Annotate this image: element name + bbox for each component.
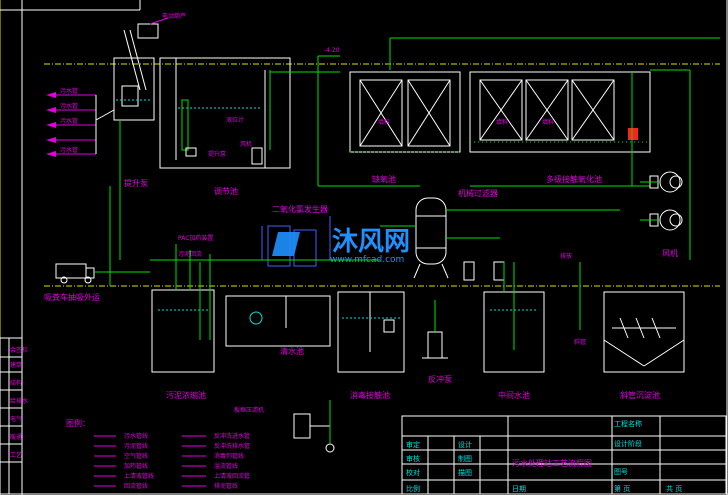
legend-left-1: 污泥管线 <box>124 442 148 450</box>
tb-bottom-0: 比例 <box>406 484 420 493</box>
top-pipes: -4.20 <box>109 37 720 286</box>
aerobic-label: 多级接触氧化池 <box>546 174 602 184</box>
legend-left-5: 回流管线 <box>124 482 148 490</box>
sed-label: 斜管沉淀池 <box>620 390 660 400</box>
inlet-label-2: 污水管 <box>60 102 78 110</box>
thickener-label: 污泥浓缩池 <box>166 390 206 400</box>
mid-pool: 中间水池 <box>483 262 545 400</box>
sludge-return-label: 污泥回流 <box>178 250 202 258</box>
anoxic-label: 缺氧池 <box>372 174 396 184</box>
legend-right: 反冲洗进水管 反冲洗排水管 消毒剂管线 溢流管线 上清液回流管 排泥管线 <box>182 432 250 490</box>
sludge-truck: 吸粪车抽吸外运 <box>44 263 150 302</box>
anoxic-tank: 填料 缺氧池 <box>349 71 461 184</box>
inlet-label-4: 污水管 <box>60 146 78 154</box>
screen-channel: 电动葫芦 提升泵 <box>113 12 186 188</box>
watermark: 沐风网 www.mfcad.com <box>272 227 410 265</box>
legend-left-3: 加药管线 <box>124 462 148 470</box>
tb-row-0: 审定 <box>406 440 420 449</box>
truck-label: 吸粪车抽吸外运 <box>44 292 100 302</box>
tb-drawing-no: 图号 <box>614 468 628 476</box>
air-label-eq: 风机 <box>240 140 252 148</box>
tb-design: 设计阶段 <box>614 439 642 448</box>
tb-mid-0: 设计 <box>458 440 472 449</box>
ground-lines <box>44 63 720 287</box>
eq-label: 调节池 <box>214 186 238 196</box>
pac-label: PAC加药装置 <box>178 234 213 242</box>
tube-settler-label: 斜管 <box>574 338 586 346</box>
disinfect-pool: 消毒接触池 <box>337 291 405 400</box>
level-label: 液位计 <box>226 116 244 124</box>
inlet-label-3: 污水管 <box>60 117 78 125</box>
tb-bottom-1: 日期 <box>512 485 526 493</box>
drawing-title: 污水处理站工艺流程图 <box>512 458 592 468</box>
chlorine-label: 二氧化氯发生器 <box>272 204 328 214</box>
grid-lift-label: 提升泵 <box>124 178 148 188</box>
side-block: 会签栏 建筑 结构 给排水 电气 暖通 工艺 <box>0 337 28 495</box>
clean-label: 清水池 <box>280 346 304 356</box>
legend-left-4: 上清液管线 <box>124 472 154 480</box>
legend-left-2: 空气管线 <box>124 452 148 460</box>
tb-mid-1: 制图 <box>458 454 472 463</box>
side-item-4: 电气 <box>10 415 22 423</box>
outfall-label: 排放 <box>560 252 572 260</box>
filler-label-2: 填料 <box>496 118 508 126</box>
backwash-pump: 反冲泵 <box>422 300 452 384</box>
side-item-5: 暖通 <box>10 433 22 441</box>
tb-bottom-3: 共 页 <box>666 484 682 493</box>
side-item-1: 建筑 <box>10 361 22 369</box>
filler-label-3: 填料 <box>542 118 554 126</box>
legend-right-2: 消毒剂管线 <box>214 452 244 460</box>
tb-row-1: 审核 <box>406 454 420 463</box>
equalization-tank: 调节池 液位计 提升泵 风机 <box>159 57 291 196</box>
blower-label: 风机 <box>662 248 678 258</box>
filler-label-1: 填料 <box>378 118 390 126</box>
legend-right-0: 反冲洗进水管 <box>214 432 250 440</box>
legend-left-0: 污水管线 <box>124 432 148 440</box>
blowers: 风机 <box>640 171 691 260</box>
sedimentation-tank: 斜管沉淀池 斜管 排放 <box>560 252 685 400</box>
side-item-0: 会签栏 <box>10 346 28 354</box>
disinfect-label: 消毒接触池 <box>350 390 390 400</box>
filter-label: 机械过滤器 <box>458 188 498 198</box>
inlet-arrows: 污水管 污水管 污水管 污水管 <box>46 87 115 157</box>
tb-row-2: 校对 <box>406 468 420 477</box>
filter-press: 板框压滤机 PAC加药装置 污泥回流 <box>178 234 335 453</box>
sludge-thickener: 污泥浓缩池 <box>150 244 380 400</box>
legend-title: 图例： <box>66 418 90 428</box>
aerobic-tanks: 填料 填料 多级接触氧化池 <box>469 69 691 187</box>
side-item-3: 给排水 <box>10 397 28 405</box>
side-item-2: 结构 <box>10 379 22 387</box>
tb-bottom-2: 第 页 <box>614 484 630 493</box>
legend-right-5: 排泥管线 <box>214 482 238 490</box>
legend-left: 污水管线 污泥管线 空气管线 加药管线 上清液管线 回流管线 <box>94 432 154 490</box>
clean-pool: 清水池 <box>225 295 331 356</box>
inlet-label-1: 污水管 <box>60 87 78 95</box>
side-item-6: 工艺 <box>10 451 22 459</box>
legend-right-4: 上清液回流管 <box>214 472 250 480</box>
press-label: 板框压滤机 <box>234 406 264 414</box>
mid-label: 中间水池 <box>498 390 530 400</box>
tb-mid-2: 描图 <box>458 468 472 477</box>
mechanical-filter: 机械过滤器 <box>380 188 620 281</box>
watermark-brand: 沐风网 <box>332 227 410 257</box>
legend-right-1: 反冲洗排水管 <box>214 442 250 450</box>
legend-right-3: 溢流管线 <box>214 462 238 470</box>
backwash-label: 反冲泵 <box>428 374 452 384</box>
lift-pump-label: 提升泵 <box>208 150 226 158</box>
elevation-label: -4.20 <box>324 47 340 54</box>
legend: 图例： 污水管线 污泥管线 空气管线 加药管线 上清液管线 回流管线 反冲洗进水… <box>66 418 250 490</box>
title-block: 审定 审核 校对 设计 制图 描图 污水处理站工艺流程图 工程名称 设计阶段 图… <box>401 415 727 495</box>
tb-project: 工程名称 <box>614 419 642 428</box>
screen-hoist-label: 电动葫芦 <box>162 12 186 20</box>
